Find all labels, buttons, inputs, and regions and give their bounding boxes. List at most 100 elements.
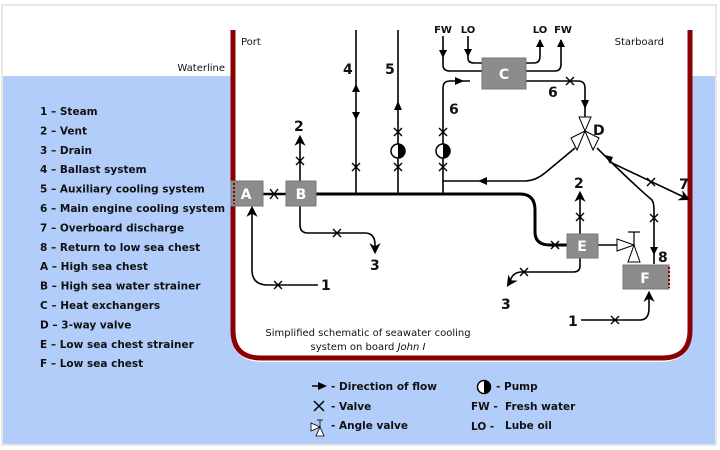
valve-icon (575, 212, 585, 222)
fw-inlet-line (442, 36, 482, 72)
svg-text:- Pump: - Pump (496, 381, 538, 393)
valve-icon (332, 228, 342, 238)
ship-name: John I (396, 342, 426, 353)
legend-pump: - Pump (476, 379, 538, 395)
key-item: A – High sea chest (40, 261, 148, 273)
flow-arrow-icon (464, 49, 472, 57)
line-number-5: 5 (385, 62, 395, 78)
valve-icon (269, 188, 279, 200)
flow-arrow-icon (439, 50, 447, 58)
steam-line-to-a (246, 205, 318, 286)
line-number-1-f: 1 (568, 314, 578, 330)
valve-icon (519, 267, 529, 277)
key-item: 1 – Steam (40, 106, 98, 118)
main-seawater-header (316, 192, 570, 247)
angle-valve-icon (310, 422, 321, 432)
lo-inlet-label: LO (461, 25, 476, 36)
component-d-label: D (593, 123, 605, 139)
valve-icon (610, 315, 620, 325)
flow-arrow-icon (650, 247, 658, 255)
key-item: 8 – Return to low sea chest (40, 242, 200, 254)
valve-icon (273, 280, 283, 290)
valve-icon (351, 162, 361, 172)
lo-outlet-line (526, 40, 541, 64)
valve-icon (393, 162, 403, 172)
flow-arrow-icon (536, 39, 544, 47)
flow-arrow-icon (394, 101, 402, 110)
c-to-d-line (526, 80, 586, 117)
e-drain-line (506, 255, 581, 287)
valve-icon (646, 177, 656, 187)
flow-arrow-icon (581, 100, 589, 109)
key-item: C – Heat exchangers (40, 300, 160, 312)
valve-icon (393, 127, 403, 137)
valve-icon (550, 240, 560, 250)
pump-icon (484, 380, 491, 394)
svg-text:LO -: LO - (471, 421, 494, 433)
line-number-4: 4 (343, 62, 353, 78)
svg-text:- Angle valve: - Angle valve (331, 420, 408, 432)
symbol-legend: - Direction of flow - Valve - Angle valv… (310, 379, 576, 437)
waterline-label: Waterline (177, 63, 225, 74)
svg-text:Fresh water: Fresh water (505, 401, 576, 413)
valve-icon (649, 213, 659, 223)
component-a-high-sea-chest: A (230, 180, 264, 207)
svg-text:- Direction of flow: - Direction of flow (331, 381, 437, 393)
legend-angle-valve: - Angle valve (310, 419, 408, 437)
main-engine-supply-line (442, 80, 470, 194)
hull-outline (230, 30, 693, 361)
line-number-2-e: 2 (574, 176, 584, 192)
lo-outlet-label: LO (533, 25, 548, 36)
svg-text:E: E (577, 239, 587, 255)
line-number-3: 3 (370, 258, 380, 274)
legend-fresh-water: FW - Fresh water (471, 401, 576, 413)
fw-inlet-label: FW (434, 25, 452, 36)
pump-icon (435, 143, 451, 159)
angle-valve-icon (616, 231, 641, 263)
legend-lube-oil: LO - Lube oil (471, 420, 552, 433)
valve-icon (438, 127, 448, 137)
caption-line-1: Simplified schematic of seawater cooling (265, 328, 470, 339)
key-item: E – Low sea chest strainer (40, 339, 195, 351)
svg-text:- Valve: - Valve (331, 401, 371, 413)
key-item: 3 – Drain (40, 145, 92, 157)
starboard-label: Starboard (615, 37, 664, 48)
svg-text:FW -: FW - (471, 401, 498, 413)
valve-icon (295, 156, 305, 166)
flow-arrow-icon (455, 77, 464, 85)
key-item: B – High sea water strainer (40, 281, 201, 293)
key-item: 4 – Ballast system (40, 164, 147, 176)
line-number-3-e: 3 (501, 297, 511, 313)
steam-line-to-f (581, 290, 655, 321)
hull-interior (231, 30, 692, 362)
pump-icon (390, 143, 406, 159)
valve-icon (565, 76, 575, 86)
flow-arrow-icon (318, 382, 327, 390)
svg-text:F: F (640, 271, 650, 287)
key-item: F – Low sea chest (40, 358, 143, 370)
bidirectional-flow-icon (352, 84, 360, 120)
legend-flow: - Direction of flow (312, 381, 437, 393)
line-number-8: 8 (658, 250, 668, 266)
numbered-key: 1 – Steam 2 – Vent 3 – Drain 4 – Ballast sy… (40, 106, 225, 370)
valve-icon (313, 400, 325, 412)
svg-text:C: C (499, 67, 509, 83)
fw-outlet-label: FW (554, 25, 572, 36)
key-item: 7 – Overboard discharge (40, 222, 184, 234)
key-item: D – 3-way valve (40, 319, 131, 331)
line-number-1: 1 (321, 278, 331, 294)
flow-arrow-icon (557, 39, 565, 47)
component-c-heat-exchangers: C (481, 57, 527, 90)
component-e-low-strainer: E (566, 233, 599, 259)
key-item: 6 – Main engine cooling system (40, 203, 225, 215)
valve-icon (438, 162, 448, 172)
line-number-6-return: 6 (548, 85, 558, 101)
fw-outlet-line (526, 40, 562, 72)
key-item: 2 – Vent (40, 125, 87, 137)
port-label: Port (241, 37, 261, 48)
three-way-valve-d (570, 116, 600, 152)
flow-arrow-icon (478, 177, 487, 185)
component-b-strainer: B (285, 180, 317, 207)
key-item: 5 – Auxiliary cooling system (40, 184, 205, 196)
